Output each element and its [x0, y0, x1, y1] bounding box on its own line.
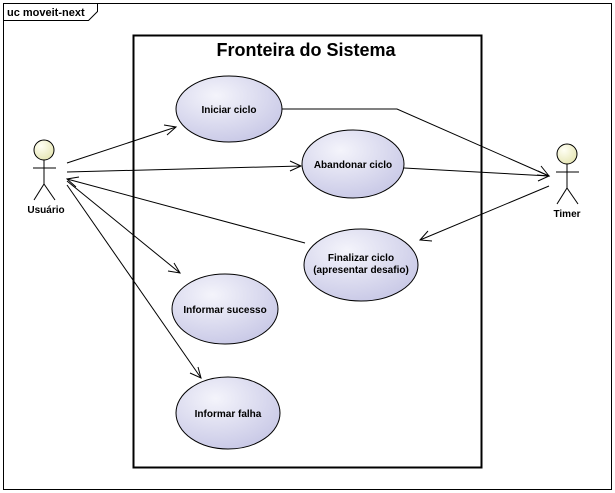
arrowhead-abandonar [289, 160, 303, 172]
actor-head [33, 139, 55, 161]
association-usuario-abandonar [66, 165, 302, 173]
use-case-iniciar-ciclo: Iniciar ciclo [175, 75, 283, 143]
association-usuario-iniciar [66, 126, 177, 164]
frame-tab [3, 3, 98, 21]
use-case-ellipse [303, 228, 419, 302]
actor-timer: Timer [553, 143, 581, 220]
use-case-finalizar-ciclo: Finalizar ciclo (apresentar desafio) [303, 228, 419, 302]
actor-label-usuario: Usuário [27, 205, 64, 216]
arrowhead-sucesso [167, 262, 181, 274]
association-usuario-sucesso [66, 180, 181, 274]
use-case-informar-falha: Informar falha [175, 376, 281, 450]
actor-leg-right [566, 187, 579, 205]
actor-leg-right [43, 183, 56, 201]
arrowhead-falha [189, 366, 202, 379]
association-timer-finalizar [419, 185, 550, 241]
use-case-ellipse [301, 129, 405, 199]
use-case-label-line-2: (apresentar desafio) [313, 265, 409, 276]
frame-label: uc moveit-next [7, 7, 85, 19]
arrowhead-timer-2 [537, 170, 551, 182]
arrowhead-iniciar [163, 124, 178, 136]
boundary-title: Fronteira do Sistema [216, 40, 396, 60]
use-case-ellipse [175, 376, 281, 450]
actor-head [556, 143, 578, 165]
arrowhead-usuario [65, 176, 80, 188]
use-case-ellipse [175, 75, 283, 143]
associations [65, 108, 551, 379]
association-iniciar-timer [282, 108, 550, 177]
use-case-label: Informar sucesso [183, 305, 266, 316]
use-case-label: Finalizar ciclo [328, 253, 394, 264]
association-abandonar-timer [403, 167, 550, 177]
arrowhead-finalizar [418, 230, 433, 242]
association-finalizar-usuario [66, 178, 306, 244]
use-case-label: Iniciar ciclo [201, 105, 256, 116]
actor-usuario: Usuário [27, 139, 65, 216]
actor-leg-left [556, 187, 568, 205]
association-usuario-falha [66, 184, 202, 379]
use-case-label: Informar falha [195, 409, 262, 420]
use-case-label: Abandonar ciclo [314, 160, 392, 171]
use-case-ellipse [171, 273, 279, 345]
use-case-abandonar-ciclo: Abandonar ciclo [301, 129, 405, 199]
actor-leg-left [33, 183, 45, 201]
actor-label-timer: Timer [553, 209, 580, 220]
use-case-informar-sucesso: Informar sucesso [171, 273, 279, 345]
